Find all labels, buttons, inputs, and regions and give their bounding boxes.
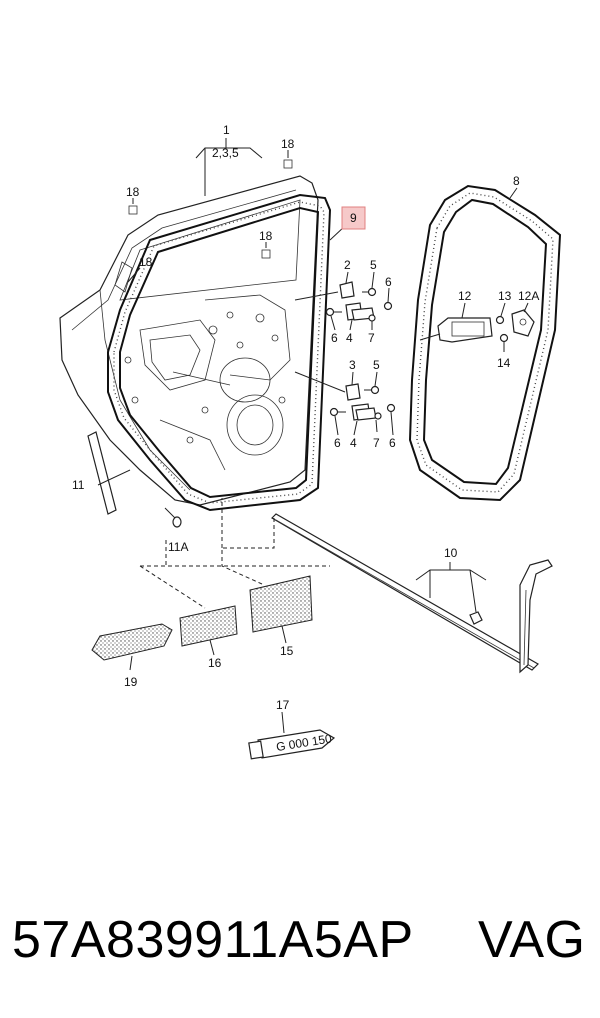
- highlight-box-9: [341, 206, 366, 230]
- plug: [164, 507, 182, 528]
- callout-19: 19: [124, 675, 138, 689]
- callout-6-upper-left: 6: [331, 331, 338, 345]
- callout-18-top: 18: [281, 137, 295, 151]
- striker-group: [419, 309, 535, 343]
- callout-18-left: 18: [126, 185, 140, 199]
- callout-5-upper: 5: [370, 258, 377, 272]
- upper-hinge-group: [294, 281, 393, 322]
- moulding-strip: [87, 431, 131, 515]
- door-inner-seal: [107, 193, 332, 512]
- lower-hinge-group: [294, 371, 396, 421]
- callout-11: 11: [72, 478, 85, 492]
- callout-2: 2: [344, 258, 351, 272]
- part-number: 57A839911A5AP: [12, 911, 414, 969]
- callout-18-mid: 18: [259, 229, 273, 243]
- leader-lines: [127, 138, 529, 734]
- callout-12a: 12A: [518, 289, 539, 303]
- callout-8: 8: [513, 174, 520, 188]
- window-seal-strip: [271, 513, 553, 674]
- callout-11a: 11A: [168, 540, 188, 554]
- callout-9: 9: [350, 211, 357, 225]
- callout-4-upper: 4: [346, 331, 353, 345]
- sealant-tube: G 000 150: [248, 729, 336, 760]
- door-shell: [59, 175, 319, 506]
- callout-4-lower: 4: [350, 436, 357, 450]
- body-side-seal: [408, 184, 562, 502]
- callout-labels: 1 2,3,5 18 18 18 18 9 8 2 5 6 6 4 7 3 5 …: [72, 123, 539, 712]
- callout-2-3-5: 2,3,5: [212, 146, 239, 160]
- callout-7-upper: 7: [368, 331, 375, 345]
- callout-6-lower-left: 6: [334, 436, 341, 450]
- callout-15: 15: [280, 644, 294, 658]
- callout-17: 17: [276, 698, 290, 712]
- callout-18-lower: 18: [139, 255, 153, 269]
- callout-12: 12: [458, 289, 472, 303]
- callout-5-lower: 5: [373, 358, 380, 372]
- callout-6-lower-right: 6: [389, 436, 396, 450]
- callout-10: 10: [444, 546, 458, 560]
- callout-13: 13: [498, 289, 512, 303]
- callout-3: 3: [349, 358, 356, 372]
- callout-1: 1: [223, 123, 230, 137]
- callout-16: 16: [208, 656, 222, 670]
- callout-6-upper-right: 6: [385, 275, 392, 289]
- callout-14: 14: [497, 356, 511, 370]
- insulation-panels: [91, 575, 313, 661]
- brand-label: VAG: [478, 911, 586, 969]
- callout-7-lower: 7: [373, 436, 380, 450]
